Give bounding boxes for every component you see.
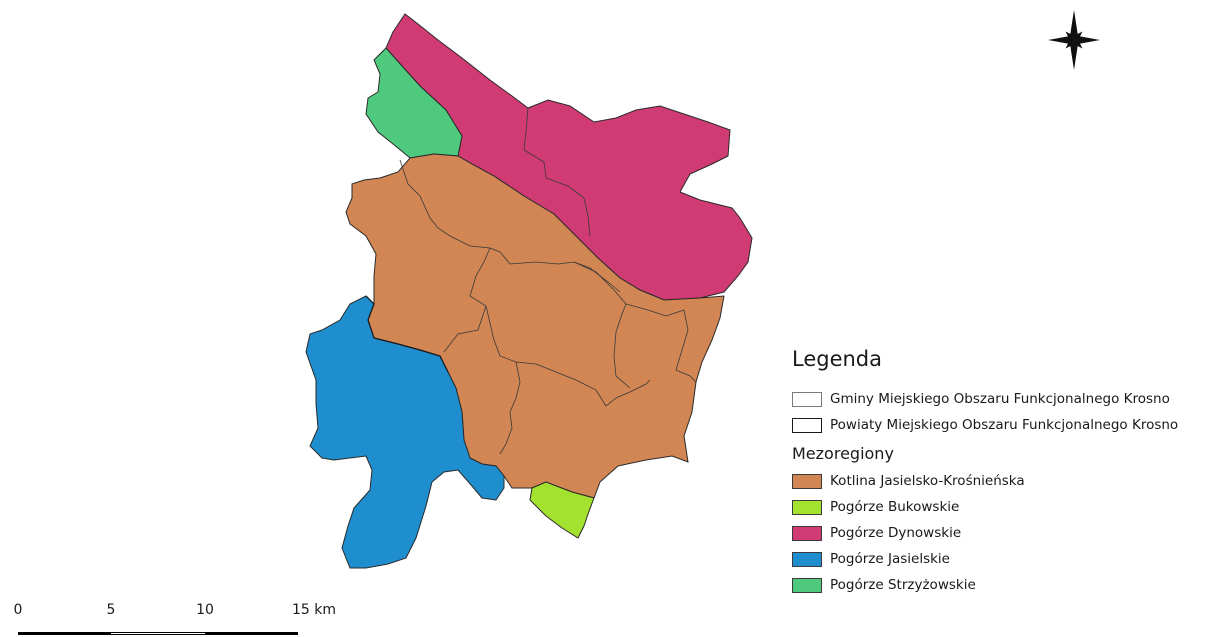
legend-swatch — [792, 525, 822, 541]
scale-tick-label: 10 — [196, 602, 214, 618]
legend-swatch — [792, 499, 822, 515]
legend-label: Pogórze Dynowskie — [830, 525, 962, 541]
gmina-boundary — [573, 261, 631, 389]
gmina-boundary — [523, 107, 591, 237]
region-pogorze-jasielskie[interactable] — [305, 295, 505, 569]
gmina-boundary — [499, 361, 521, 455]
legend-swatch — [792, 473, 822, 489]
legend-swatch — [792, 417, 822, 433]
scale-bar: 0 5 10 15 km — [14, 602, 338, 636]
legend-boundary-item: Gminy Miejskiego Obszaru Funkcjonalnego … — [792, 386, 1207, 412]
gmina-boundary — [485, 305, 651, 407]
compass-star-icon — [1048, 10, 1100, 70]
scale-tick-label-km: 15 km — [291, 602, 337, 618]
scale-bar-line — [18, 632, 298, 635]
legend-label: Kotlina Jasielsko-Krośnieńska — [830, 473, 1025, 489]
legend-label: Pogórze Strzyżowskie — [830, 577, 976, 593]
scale-tick-label: 0 — [13, 602, 23, 618]
county-boundaries — [365, 295, 449, 373]
legend-class-item: Pogórze Bukowskie — [792, 494, 1207, 520]
legend-group-title: Mezoregiony — [792, 444, 894, 463]
legend-label: Gminy Miejskiego Obszaru Funkcjonalnego … — [830, 391, 1170, 407]
legend-title: Legenda — [792, 347, 883, 371]
powiat-boundary — [365, 295, 449, 373]
legend-class-item: Pogórze Jasielskie — [792, 546, 1207, 572]
municipal-boundaries — [399, 107, 697, 455]
legend-swatch — [792, 391, 822, 407]
scale-segment — [18, 632, 111, 635]
map-legend: Legenda Gminy Miejskiego Obszaru Funkcjo… — [792, 346, 1207, 598]
legend-swatch — [792, 551, 822, 567]
legend-boundary-list: Gminy Miejskiego Obszaru Funkcjonalnego … — [792, 386, 1207, 438]
gmina-boundary — [443, 247, 491, 353]
legend-swatch — [792, 577, 822, 593]
legend-label: Powiaty Miejskiego Obszaru Funkcjonalneg… — [830, 417, 1179, 433]
legend-label: Pogórze Bukowskie — [830, 499, 960, 515]
legend-class-item: Pogórze Dynowskie — [792, 520, 1207, 546]
legend-boundary-item: Powiaty Miejskiego Obszaru Funkcjonalneg… — [792, 412, 1207, 438]
map-canvas — [305, 10, 1100, 569]
region-pogorze-bukowskie[interactable] — [529, 481, 595, 539]
scale-segment — [111, 632, 205, 635]
gmina-boundary — [399, 159, 621, 293]
region-pogorze-strzyzowskie[interactable] — [365, 47, 463, 159]
legend-class-item: Kotlina Jasielsko-Krośnieńska — [792, 468, 1207, 494]
scale-segment — [205, 632, 298, 635]
scale-tick-label: 5 — [106, 602, 116, 618]
gmina-boundary — [625, 303, 697, 383]
legend-label: Pogórze Jasielskie — [830, 551, 950, 567]
legend-class-item: Pogórze Strzyżowskie — [792, 572, 1207, 598]
